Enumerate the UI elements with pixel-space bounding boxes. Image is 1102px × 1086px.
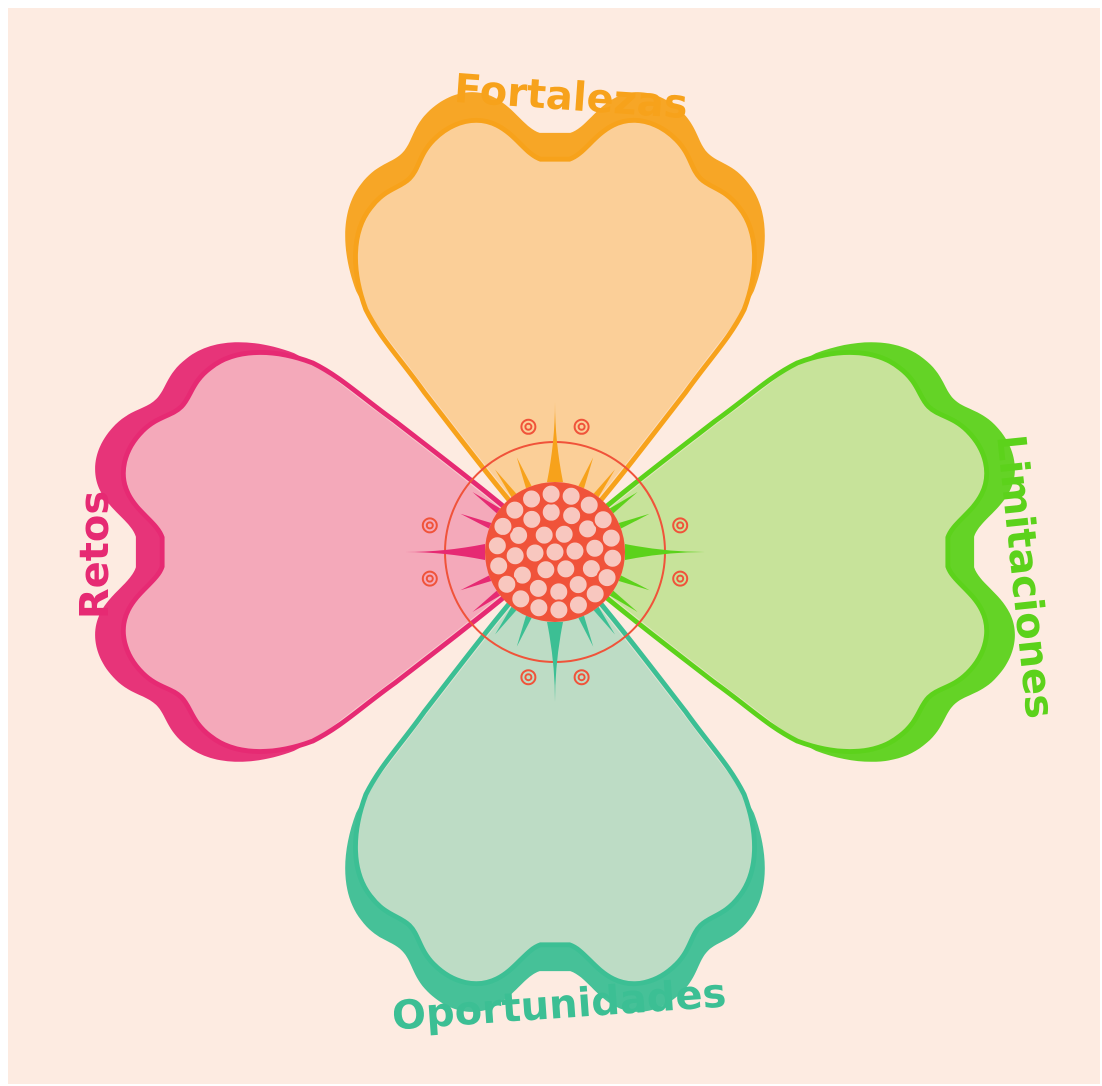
center-curl <box>573 418 590 435</box>
center-seed <box>492 515 514 537</box>
center-curl <box>520 418 537 435</box>
center-seed <box>555 558 577 580</box>
center-seed <box>560 485 582 507</box>
center-spike <box>625 544 705 560</box>
center-seed <box>486 535 508 557</box>
center-seed <box>564 540 586 562</box>
center-seed <box>596 567 618 589</box>
center-seed <box>548 599 570 621</box>
center-seed <box>584 537 606 559</box>
center-seed <box>524 542 546 564</box>
center-seed <box>561 505 583 527</box>
center-seed <box>584 583 606 605</box>
center-seed <box>496 573 518 595</box>
center-seed <box>535 559 557 581</box>
center-seed <box>527 577 549 599</box>
center-seed <box>578 494 600 516</box>
center-curl <box>421 570 438 587</box>
center-ornament <box>405 402 705 702</box>
center-seed <box>511 564 533 586</box>
center-seed <box>580 558 602 580</box>
center-seed <box>521 488 543 510</box>
center-curl <box>672 517 689 534</box>
center-curl <box>577 422 586 431</box>
center-seed <box>510 588 532 610</box>
center-curl <box>520 669 537 686</box>
center-spike-small <box>578 457 594 489</box>
center-curl <box>577 673 586 682</box>
center-spike-small <box>618 513 650 529</box>
center-curl <box>421 517 438 534</box>
center-spike-small <box>495 469 517 498</box>
center-seed <box>548 581 570 603</box>
center-curl <box>573 669 590 686</box>
center-seed <box>544 541 566 563</box>
center-seed <box>602 547 624 569</box>
center-spike-small <box>460 575 492 591</box>
center-seed <box>567 594 589 616</box>
center-curl <box>524 422 533 431</box>
center-seed <box>521 508 543 530</box>
center-seed <box>553 523 575 545</box>
center-spike-small <box>472 492 501 514</box>
center-curl <box>672 570 689 587</box>
center-seed <box>533 524 555 546</box>
label-retos: Retos <box>72 491 118 619</box>
center-spike-small <box>618 575 650 591</box>
center-curl <box>676 574 685 583</box>
center-curl <box>425 521 434 530</box>
center-spike-small <box>472 590 501 612</box>
center-seed <box>592 509 614 531</box>
center-seed <box>488 555 510 577</box>
center-spike-small <box>609 590 638 612</box>
center-curl <box>524 673 533 682</box>
center-seed <box>528 597 550 619</box>
center-seed <box>540 483 562 505</box>
center-spike-small <box>516 457 532 489</box>
label-limitaciones: Limitaciones <box>987 433 1063 721</box>
center-spike <box>405 544 485 560</box>
center-spike <box>547 402 563 482</box>
center-seed <box>600 527 622 549</box>
center-seed <box>504 545 526 567</box>
center-spike-small <box>593 469 615 498</box>
center-spike <box>547 622 563 702</box>
center-seed <box>540 501 562 523</box>
center-spike-small <box>578 615 594 647</box>
center-curl <box>425 574 434 583</box>
center-seed <box>504 499 526 521</box>
center-spike-small <box>495 606 517 635</box>
center-spike-small <box>593 606 615 635</box>
center-spike-small <box>609 492 638 514</box>
center-curl <box>676 521 685 530</box>
center-seed <box>577 518 599 540</box>
center-spike-small <box>460 513 492 529</box>
center-seed <box>508 524 530 546</box>
center-spike-small <box>516 615 532 647</box>
center-seed <box>567 574 589 596</box>
